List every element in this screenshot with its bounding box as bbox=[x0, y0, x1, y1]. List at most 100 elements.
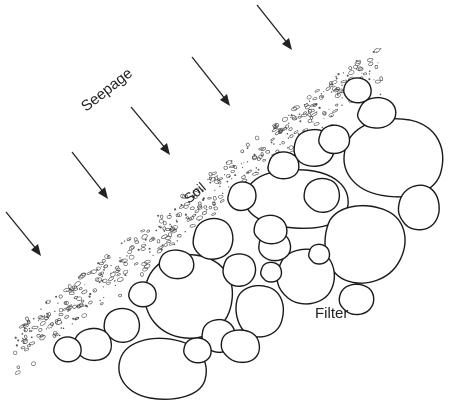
soil-dot bbox=[110, 272, 112, 275]
soil-grain bbox=[16, 365, 20, 369]
soil-grain bbox=[328, 83, 334, 88]
soil-dot bbox=[213, 201, 216, 204]
soil-dot bbox=[287, 147, 289, 149]
soil-dot bbox=[323, 91, 325, 92]
soil-grain bbox=[289, 134, 294, 138]
soil-grain bbox=[166, 240, 172, 244]
filter-stone bbox=[303, 177, 341, 213]
soil-grain bbox=[208, 172, 213, 177]
soil-grain bbox=[291, 114, 296, 120]
soil-dot bbox=[335, 77, 338, 80]
soil-dot bbox=[368, 70, 371, 72]
soil-grain bbox=[277, 127, 285, 131]
soil-dot bbox=[89, 292, 92, 296]
soil-grain bbox=[50, 322, 54, 326]
soil-dot bbox=[49, 301, 51, 303]
soil-grain bbox=[72, 287, 79, 292]
soil-grain bbox=[319, 95, 324, 100]
filter-stone bbox=[307, 243, 331, 265]
soil-dot bbox=[54, 310, 56, 313]
soil-grain bbox=[332, 86, 338, 91]
soil-dot bbox=[96, 268, 99, 271]
soil-grain bbox=[292, 116, 298, 121]
soil-grain bbox=[140, 229, 145, 233]
soil-dot bbox=[288, 114, 290, 116]
soil-grain bbox=[26, 344, 31, 348]
soil-grain bbox=[156, 239, 161, 244]
filter-stone bbox=[235, 284, 285, 338]
soil-dot bbox=[62, 327, 65, 330]
soil-grain bbox=[144, 259, 151, 264]
soil-grain bbox=[157, 245, 164, 250]
soil-grain bbox=[184, 202, 191, 206]
soil-dot bbox=[119, 257, 121, 259]
soil-grain bbox=[190, 206, 195, 211]
soil-dot bbox=[143, 241, 145, 243]
soil-dot bbox=[372, 50, 375, 53]
soil-grain bbox=[309, 116, 313, 120]
seepage-arrows bbox=[5, 4, 292, 256]
soil-dot bbox=[22, 337, 24, 340]
soil-dot bbox=[119, 260, 122, 263]
soil-grain bbox=[374, 79, 381, 84]
soil-grain bbox=[246, 169, 252, 175]
soil-dot bbox=[222, 192, 224, 194]
soil-grain bbox=[180, 193, 185, 199]
filter-stone bbox=[356, 96, 397, 129]
soil-grain bbox=[101, 259, 106, 263]
soil-dot bbox=[23, 329, 26, 332]
soil-grain bbox=[252, 172, 259, 176]
soil-dot bbox=[157, 214, 160, 217]
soil-grain bbox=[90, 269, 97, 274]
soil-grain bbox=[81, 289, 88, 295]
soil-grain bbox=[241, 175, 246, 179]
soil-grain bbox=[203, 205, 208, 209]
soil-grain bbox=[306, 95, 312, 100]
soil-grain bbox=[307, 119, 313, 123]
soil-dot bbox=[45, 328, 48, 330]
soil-grain bbox=[304, 105, 311, 110]
soil-dot bbox=[243, 174, 246, 177]
soil-grain bbox=[114, 265, 120, 270]
soil-grain bbox=[357, 67, 364, 72]
soil-grain bbox=[39, 334, 46, 341]
soil-grain bbox=[310, 103, 317, 107]
soil-grain bbox=[219, 199, 225, 203]
soil-dot bbox=[257, 168, 260, 171]
soil-grain bbox=[161, 234, 168, 239]
soil-grain bbox=[340, 79, 347, 84]
soil-grain bbox=[80, 273, 86, 279]
soil-dot bbox=[341, 97, 343, 99]
soil-grain bbox=[142, 266, 148, 272]
soil-dot bbox=[103, 296, 105, 299]
filter-stone bbox=[53, 336, 82, 363]
soil-grain bbox=[58, 312, 64, 317]
soil-grain bbox=[107, 255, 111, 259]
filter-stone bbox=[253, 214, 288, 245]
soil-dot bbox=[192, 190, 195, 192]
soil-grain bbox=[106, 281, 111, 285]
soil-dot bbox=[176, 220, 178, 223]
soil-grain bbox=[355, 59, 362, 64]
filter-stone bbox=[267, 151, 300, 180]
soil-grain bbox=[226, 173, 231, 178]
filter-stone bbox=[192, 217, 234, 260]
soil-dot bbox=[124, 274, 127, 277]
soil-grain bbox=[31, 361, 36, 366]
soil-grain bbox=[116, 267, 121, 272]
soil-dot bbox=[375, 51, 377, 53]
soil-grain bbox=[77, 304, 81, 309]
soil-grain bbox=[214, 179, 220, 184]
soil-dot bbox=[320, 93, 323, 95]
soil-dot bbox=[225, 161, 228, 164]
soil-grain bbox=[186, 217, 193, 222]
soil-grain bbox=[217, 177, 224, 181]
soil-grain bbox=[233, 164, 238, 170]
soil-dot bbox=[99, 274, 101, 276]
soil-grain bbox=[127, 249, 133, 254]
filter-stone bbox=[128, 281, 157, 308]
soil-dot bbox=[84, 304, 87, 307]
soil-grain bbox=[198, 201, 202, 206]
soil-grain bbox=[311, 112, 318, 117]
soil-grain bbox=[312, 97, 318, 101]
